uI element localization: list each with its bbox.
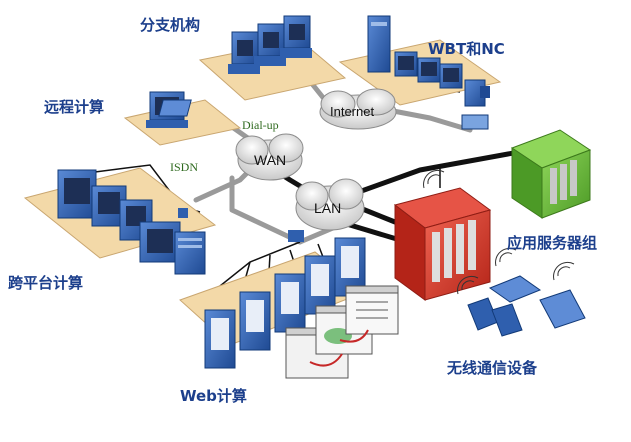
cross-platform-computers: [57, 169, 206, 275]
wireless-label: 无线通信设备: [447, 359, 538, 377]
remote-computer: [146, 91, 192, 128]
branch-label: 分支机构: [140, 16, 201, 34]
wan-cloud-label: WAN: [254, 152, 287, 168]
web-label: Web计算: [180, 387, 247, 405]
branch-computers: [228, 15, 312, 74]
app-servers-label: 应用服务器组: [507, 234, 598, 252]
isdn-label: ISDN: [170, 160, 199, 174]
remote-label: 远程计算: [44, 98, 105, 116]
wireless-devices: [423, 169, 586, 337]
lan-cloud: [295, 178, 365, 231]
web-windows: [285, 285, 399, 379]
red-server-rack: [393, 165, 492, 301]
internet-cloud: [319, 88, 397, 130]
green-server-rack: [510, 129, 592, 219]
cross-platform-label: 跨平台计算: [8, 274, 84, 292]
wan-cloud: [235, 133, 304, 181]
wbt-nc-devices: [367, 15, 490, 130]
internet-cloud-label: Internet: [330, 104, 375, 119]
dialup-label: Dial-up: [242, 118, 279, 132]
wbt-nc-label: WBT和NC: [428, 40, 505, 58]
lan-cloud-label: LAN: [314, 200, 342, 216]
